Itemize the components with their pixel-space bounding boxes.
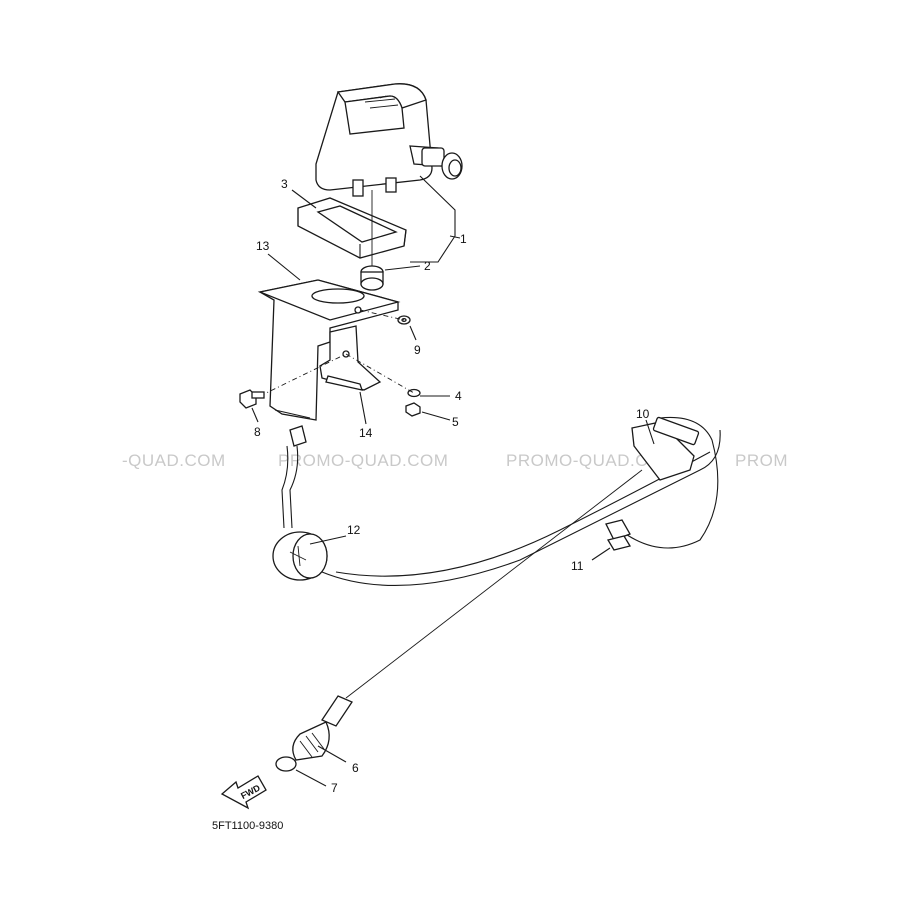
watermark-segment-1: -QUAD.COM: [122, 451, 226, 470]
diagram-code: 5FT1100-9380: [212, 820, 283, 832]
bolt: [239, 389, 265, 409]
watermark-segment-3: PROMO-QUAD.COM: [506, 451, 676, 470]
callout-5: 5: [452, 415, 459, 429]
o-ring: [275, 756, 297, 772]
callout-1: 1: [460, 232, 467, 246]
sub-bracket: [319, 325, 382, 391]
meter-damper: [297, 197, 407, 259]
watermark: -QUAD.COM PROMO-QUAD.COM PROMO-QUAD.COM …: [122, 451, 788, 470]
watermark-segment-4: PROM: [735, 451, 788, 470]
callout-10: 10: [636, 407, 650, 421]
meter-bracket: [257, 279, 401, 421]
callout-3: 3: [281, 177, 288, 191]
callout-4: 4: [455, 389, 462, 403]
callout-9: 9: [414, 343, 421, 357]
callout-8: 8: [254, 425, 261, 439]
bushing: [360, 190, 384, 291]
leader-lines: [251, 175, 655, 787]
callout-2: 2: [424, 259, 431, 273]
grommet: [272, 531, 328, 581]
meter-cable: [281, 416, 721, 699]
washer: [397, 315, 411, 325]
meter-gear-fitting: [292, 695, 353, 761]
fwd-arrow: FWD: [220, 775, 267, 810]
callout-12: 12: [347, 523, 361, 537]
watermark-segment-2: PROMO-QUAD.COM: [278, 451, 448, 470]
callout-6: 6: [352, 761, 359, 775]
callout-13: 13: [256, 239, 270, 253]
meter-assembly: [315, 83, 463, 197]
callout-14: 14: [359, 426, 373, 440]
callout-numbers: 1 2 3 4 5 6 7 8 9 10 11 12 13 14: [254, 177, 650, 795]
callout-11: 11: [571, 559, 584, 573]
nut: [405, 402, 421, 417]
callout-7: 7: [331, 781, 338, 795]
cable-clamp: [605, 519, 632, 551]
cable-band: [631, 416, 700, 481]
